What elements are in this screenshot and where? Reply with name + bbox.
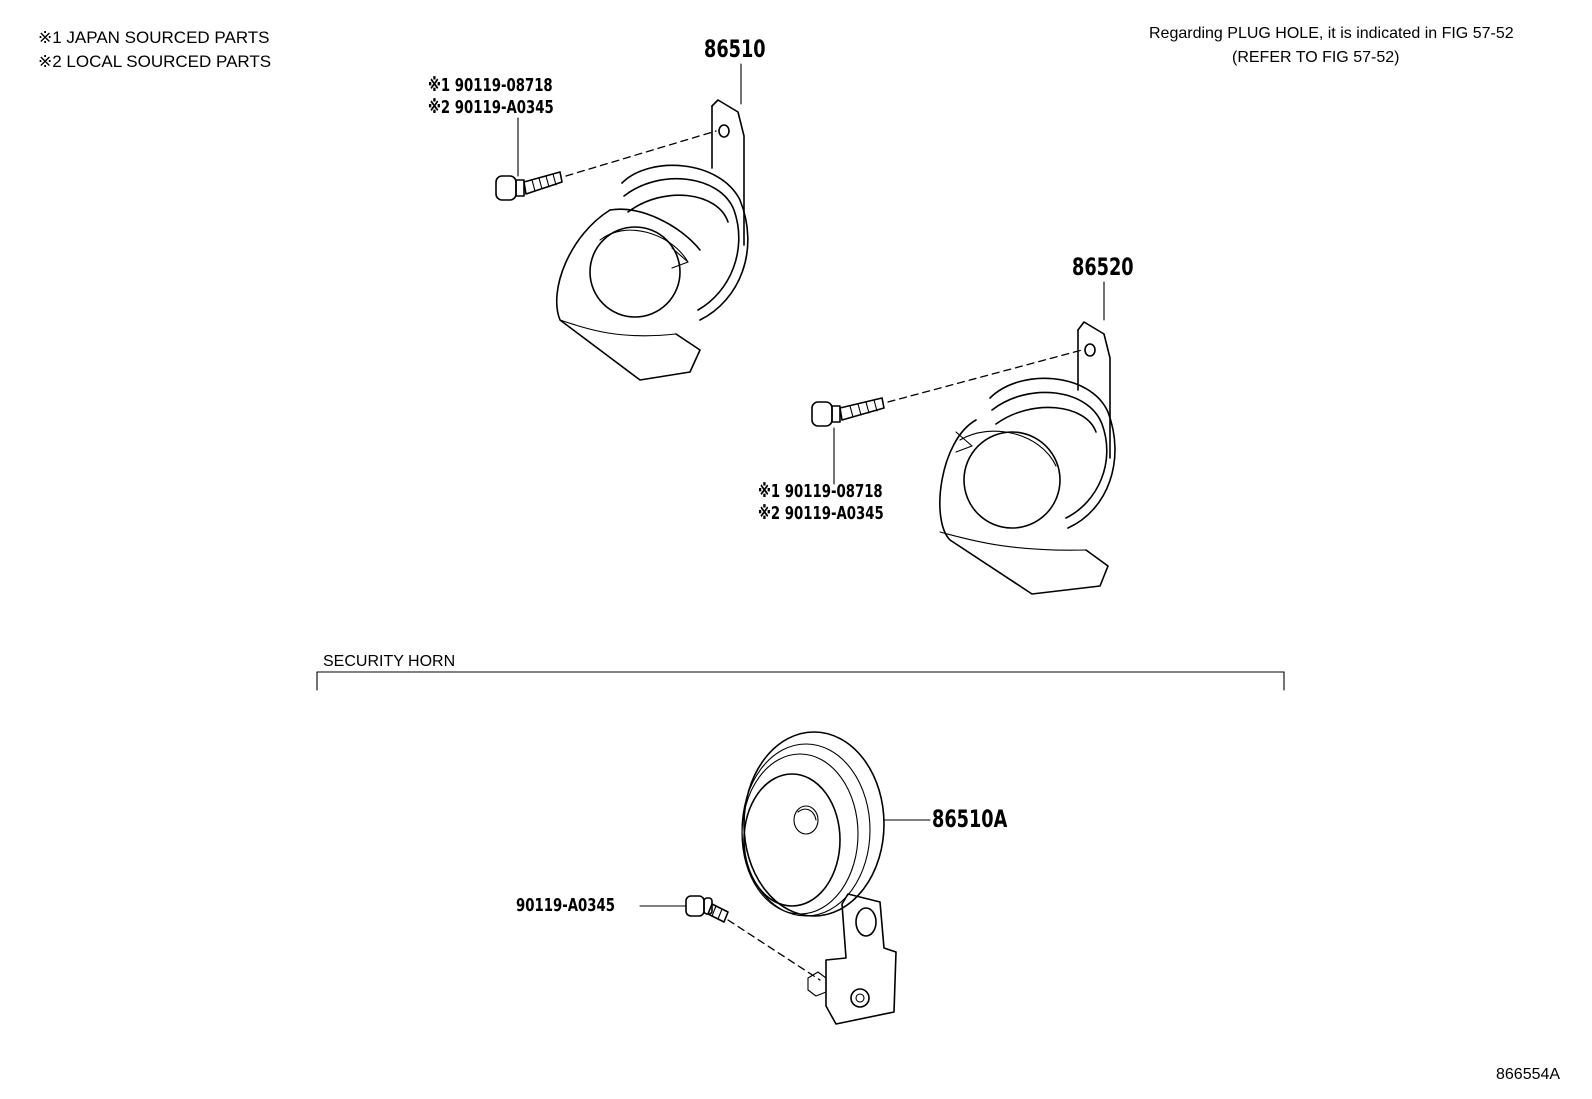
part-number-86510[interactable]: 86510 — [704, 35, 766, 63]
bolt-86520[interactable] — [811, 397, 885, 427]
part-number-86510A[interactable]: 86510A — [932, 805, 1008, 833]
horn-86510[interactable] — [555, 99, 749, 381]
leader-bolt-86510-dashed — [565, 130, 717, 177]
bolt-label-japan-86520[interactable]: ※1 90119-08718 — [758, 481, 883, 502]
legend-local-sourced: ※2 LOCAL SOURCED PARTS — [38, 52, 272, 71]
bolt-label-local-86510[interactable]: ※2 90119-A0345 — [428, 97, 554, 118]
bolt-label-86510A[interactable]: 90119-A0345 — [516, 895, 615, 916]
security-horn-title: SECURITY HORN — [323, 653, 456, 670]
leader-bolt-86520-dashed — [887, 349, 1083, 403]
horn-86520-bracket-hole — [1084, 343, 1096, 357]
horn-86510A[interactable] — [741, 731, 897, 1025]
leader-bolt-86510A-dashed — [727, 919, 821, 981]
bolt-86510[interactable] — [495, 171, 563, 201]
figure-id: 866554A — [1496, 1066, 1561, 1083]
plug-hole-reference: (REFER TO FIG 57-52) — [1232, 49, 1400, 66]
horn-86510-bracket-hole — [718, 124, 730, 138]
bolt-label-local-86520[interactable]: ※2 90119-A0345 — [758, 503, 884, 524]
security-horn-frame — [316, 671, 1285, 691]
plug-hole-note: Regarding PLUG HOLE, it is indicated in … — [1149, 25, 1514, 42]
legend-japan-sourced: ※1 JAPAN SOURCED PARTS — [38, 28, 270, 47]
horn-86520-bracket — [1077, 321, 1111, 459]
bolt-label-japan-86510[interactable]: ※1 90119-08718 — [428, 75, 553, 96]
part-number-86520[interactable]: 86520 — [1072, 253, 1134, 281]
bolt-86510A[interactable] — [685, 895, 729, 923]
horn-86510-bracket — [711, 99, 745, 246]
horn-86520[interactable] — [939, 321, 1116, 595]
